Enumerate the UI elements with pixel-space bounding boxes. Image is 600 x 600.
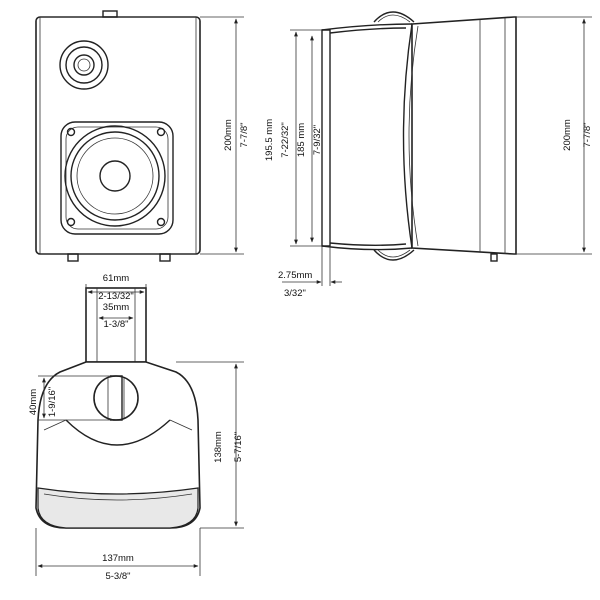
- bottom-knob: [373, 249, 415, 261]
- front-height-dimension: [200, 16, 244, 255]
- bottom-width-dimension: [35, 528, 201, 576]
- bracket-height-dimension: [290, 29, 322, 247]
- front-foot-left: [67, 253, 79, 262]
- bottom-band: [37, 487, 199, 529]
- top-knob: [373, 11, 415, 23]
- tweeter: [59, 40, 109, 90]
- gap-dimension: [282, 246, 342, 286]
- front-foot-right: [159, 253, 171, 262]
- top-width-dimension: [85, 284, 147, 300]
- inner-height-in: 7-9/32": [312, 125, 323, 155]
- mount-plate: [85, 287, 147, 363]
- gap-in: 3/32": [284, 288, 306, 299]
- bracket-height-mm: 195.5 mm: [264, 119, 275, 161]
- inner-width-in: 1-3/8": [103, 319, 128, 330]
- woofer: [60, 121, 174, 235]
- gap-mm: 2.75mm: [278, 270, 312, 281]
- side-view: 195.5 mm 7-22/32" 185 mm 7-9/32" 200mm 7…: [264, 11, 593, 299]
- top-tab: [102, 10, 118, 18]
- side-height-mm: 200mm: [562, 119, 573, 151]
- side-cabinet: [411, 16, 517, 255]
- top-width-mm: 61mm: [103, 273, 129, 284]
- side-height-in: 7-7/8": [582, 122, 593, 147]
- bracket-view: 61mm 2-13/32" 35mm 1-3/8" 40mm 1-9/16" 1…: [28, 273, 244, 582]
- front-cabinet-inner-edge: [39, 16, 197, 255]
- front-height-mm: 200mm: [223, 119, 234, 151]
- bracket-knob: [93, 375, 139, 421]
- inner-height-mm: 185 mm: [296, 123, 307, 157]
- bottom-width-in: 5-3/8": [105, 571, 130, 582]
- bracket-arm: [321, 29, 331, 247]
- depth-in: 5-7/16": [233, 432, 244, 462]
- knob-diameter-dimension: [38, 375, 110, 421]
- depth-mm: 138mm: [213, 431, 224, 463]
- side-height-dimension: [516, 16, 592, 255]
- inner-width-mm: 35mm: [103, 302, 129, 313]
- knob-diameter-in: 1-9/16": [47, 387, 58, 417]
- front-height-in: 7-7/8": [239, 122, 250, 147]
- depth-dimension: [176, 361, 244, 529]
- bottom-width-mm: 137mm: [102, 553, 134, 564]
- bracket-height-in: 7-22/32": [280, 122, 291, 158]
- knob-diameter-mm: 40mm: [28, 389, 39, 415]
- front-view: 200mm 7-7/8": [35, 10, 250, 262]
- top-width-in: 2-13/32": [98, 291, 134, 302]
